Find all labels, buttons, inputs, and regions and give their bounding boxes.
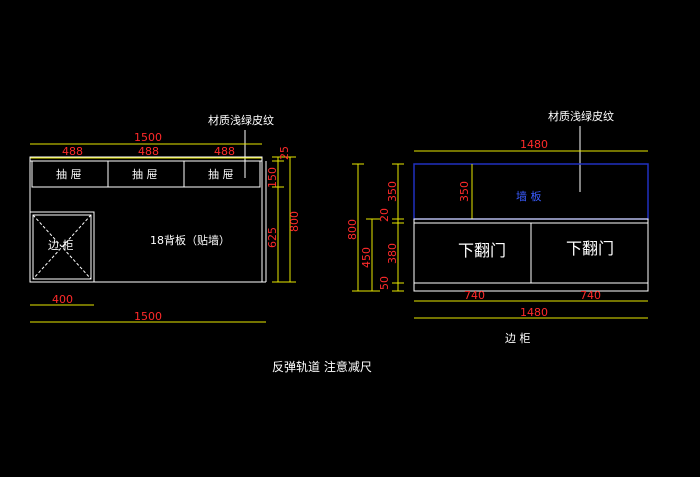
- drawer-row: [31, 160, 261, 188]
- side-cabinet-label: 边 柜: [48, 239, 74, 252]
- dim-right-inner-350: 350: [458, 181, 471, 202]
- dim-right-bottom-1480: 1480: [520, 306, 548, 319]
- drawer-label-2: 抽 屉: [132, 167, 158, 181]
- dim-right-450: 450: [360, 247, 373, 268]
- right-material-note: 材质浅绿皮纹: [548, 109, 614, 123]
- dim-left-top-1500: 1500: [134, 131, 162, 144]
- right-view: 材质浅绿皮纹 1480 墙 板 350 下翻门 下翻门 800 450 35: [346, 109, 649, 345]
- dim-right-800: 800: [346, 219, 359, 240]
- dim-door-1: 740: [464, 289, 485, 302]
- cabinet-plinth: [413, 282, 649, 292]
- dim-door-2: 740: [580, 289, 601, 302]
- dim-left-625: 625: [266, 227, 279, 248]
- wall-panel-label: 墙 板: [516, 189, 542, 203]
- dim-right-50: 50: [378, 276, 391, 290]
- dim-left-150: 150: [266, 167, 279, 188]
- left-view: 材质浅绿皮纹 1500 488 488 488 抽 屉 抽 屉 抽 屉 边 柜 …: [29, 113, 301, 323]
- door-right-label: 下翻门: [566, 239, 614, 258]
- dim-drawer-2: 488: [138, 145, 159, 158]
- footer-note: 反弹轨道 注意减尺: [272, 359, 372, 374]
- side-cabinet-inner: [32, 214, 92, 280]
- dim-left-25: 25: [278, 146, 291, 160]
- right-side-cabinet-label: 边 柜: [505, 332, 531, 345]
- dim-right-20: 20: [378, 208, 391, 222]
- dim-right-380: 380: [386, 243, 399, 264]
- dim-right-350: 350: [386, 181, 399, 202]
- dim-right-top-1480: 1480: [520, 138, 548, 151]
- dim-drawer-1: 488: [62, 145, 83, 158]
- drawer-label-1: 抽 屉: [56, 167, 82, 181]
- dim-drawer-3: 488: [214, 145, 235, 158]
- side-cabinet-cross-1: [32, 214, 92, 280]
- side-cabinet-cross-2: [32, 214, 92, 280]
- back-panel-label: 18背板（贴墙）: [150, 233, 230, 247]
- dim-left-bottom-1500: 1500: [134, 310, 162, 323]
- dim-left-bottom-400: 400: [52, 293, 73, 306]
- door-left-label: 下翻门: [458, 241, 506, 260]
- drawer-label-3: 抽 屉: [208, 167, 234, 181]
- dim-left-800: 800: [288, 211, 301, 232]
- left-material-note: 材质浅绿皮纹: [208, 113, 274, 127]
